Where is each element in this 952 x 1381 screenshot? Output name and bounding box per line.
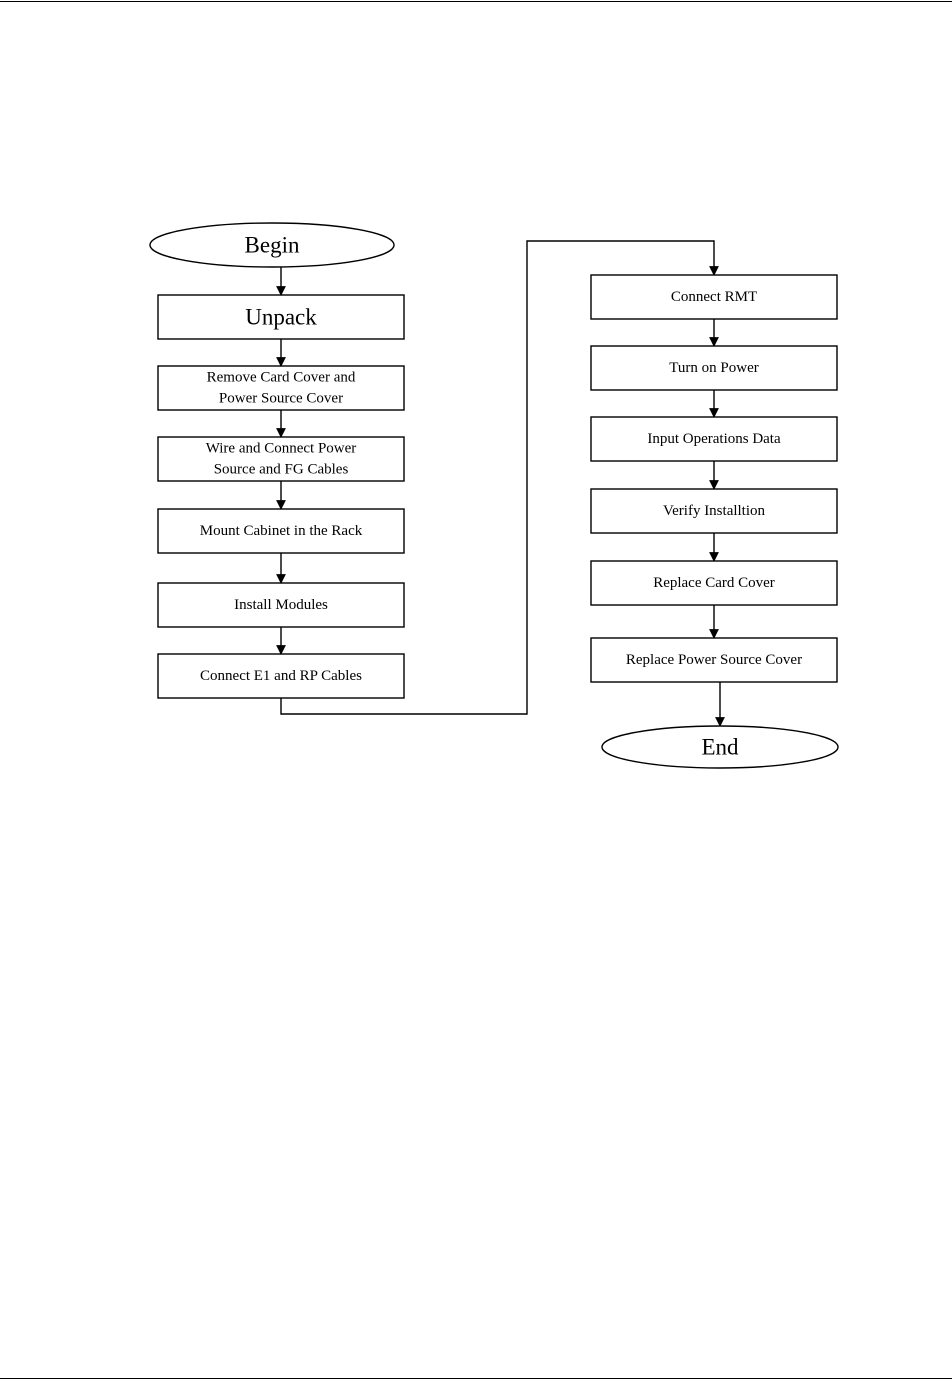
- node-label: Connect E1 and RP Cables: [200, 668, 362, 684]
- node-label: Mount Cabinet in the Rack: [200, 523, 363, 539]
- flow-node-install-modules: Install Modules: [158, 583, 404, 627]
- node-label: Remove Card Cover and: [207, 370, 356, 386]
- flow-node-unpack: Unpack: [158, 295, 404, 339]
- node-label: Connect RMT: [671, 289, 757, 305]
- node-label: Begin: [245, 233, 300, 258]
- node-label: Source and FG Cables: [214, 462, 349, 478]
- node-label: Replace Card Cover: [653, 575, 775, 591]
- flow-node-connect-e1-rp: Connect E1 and RP Cables: [158, 654, 404, 698]
- flow-node-replace-card-cover: Replace Card Cover: [591, 561, 837, 605]
- node-label: Wire and Connect Power: [206, 441, 357, 457]
- flow-node-mount-cabinet: Mount Cabinet in the Rack: [158, 509, 404, 553]
- flow-node-end: End: [602, 726, 838, 768]
- node-label: End: [701, 735, 739, 760]
- node-label: Verify Installtion: [663, 503, 766, 519]
- flow-node-replace-power-cover: Replace Power Source Cover: [591, 638, 837, 682]
- flow-node-begin: Begin: [150, 223, 394, 267]
- node-label: Turn on Power: [669, 360, 758, 376]
- node-label: Replace Power Source Cover: [626, 652, 802, 668]
- node-label: Install Modules: [234, 597, 328, 613]
- node-label: Power Source Cover: [219, 391, 343, 407]
- node-label: Input Operations Data: [647, 431, 781, 447]
- flow-node-turn-on-power: Turn on Power: [591, 346, 837, 390]
- node-label: Unpack: [245, 305, 317, 330]
- flow-node-input-data: Input Operations Data: [591, 417, 837, 461]
- flow-node-connect-rmt: Connect RMT: [591, 275, 837, 319]
- flow-node-verify-installation: Verify Installtion: [591, 489, 837, 533]
